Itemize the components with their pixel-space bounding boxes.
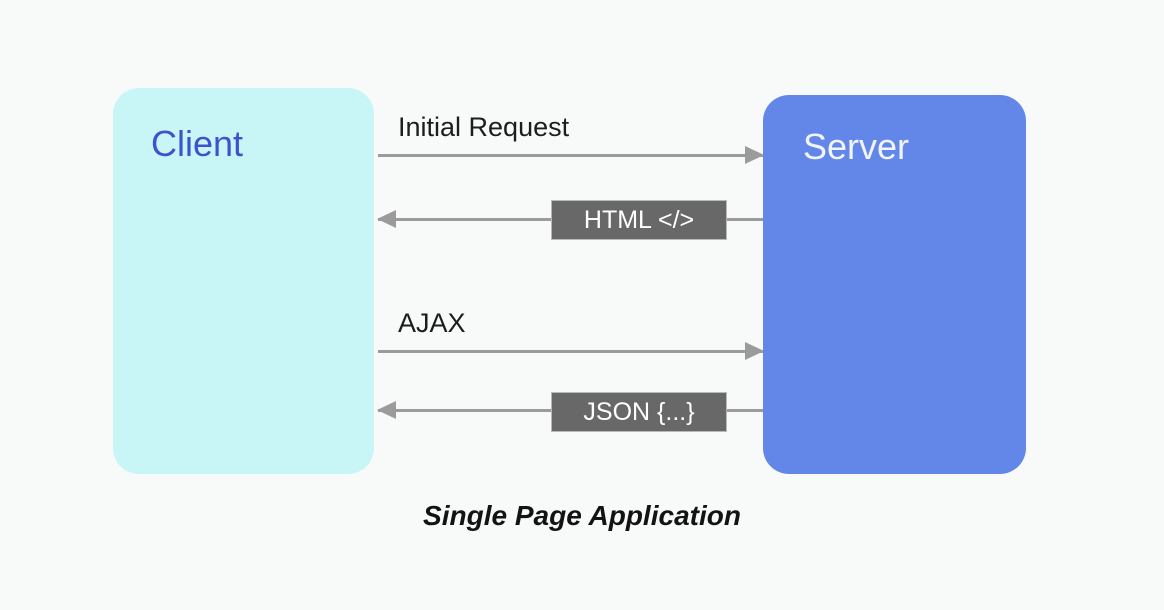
- client-node: Client: [113, 88, 374, 474]
- client-node-label: Client: [151, 123, 244, 164]
- diagram-caption: Single Page Application: [423, 500, 741, 531]
- server-node-label: Server: [803, 126, 910, 167]
- server-node: Server: [763, 95, 1026, 474]
- ajax-label: AJAX: [398, 308, 466, 338]
- arrow-head-left-icon: [377, 401, 396, 419]
- ajax-arrow: [378, 342, 764, 360]
- initial-request-arrow: [378, 146, 764, 164]
- json-response-label: JSON {...}: [551, 392, 727, 432]
- initial-request-label: Initial Request: [398, 112, 570, 142]
- arrow-head-left-icon: [377, 210, 396, 228]
- arrow-head-right-icon: [745, 342, 764, 360]
- html-response-label: HTML </>: [551, 200, 727, 240]
- arrow-line: [378, 350, 763, 353]
- arrow-line: [378, 154, 763, 157]
- arrow-head-right-icon: [745, 146, 764, 164]
